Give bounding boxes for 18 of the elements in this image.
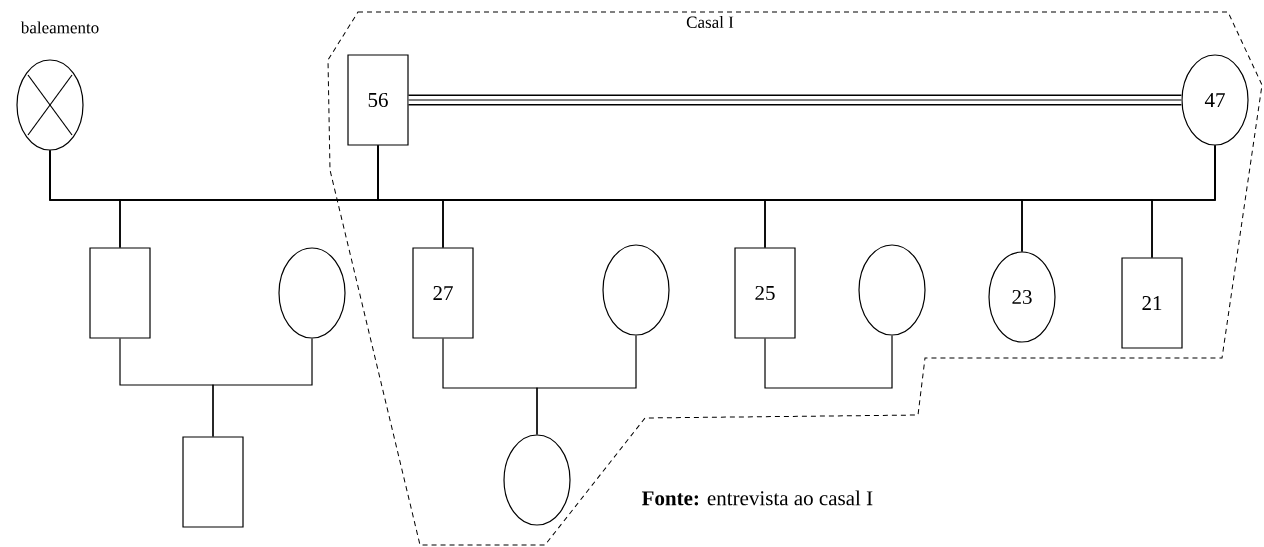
male-square: 56 xyxy=(347,54,409,146)
marriage-line xyxy=(408,94,1182,106)
descent-line xyxy=(212,338,313,437)
male-square xyxy=(182,436,244,528)
couple-line xyxy=(764,335,893,389)
female-circle xyxy=(858,244,926,336)
female-circle xyxy=(503,434,571,526)
female-circle xyxy=(278,247,346,339)
male-square: 21 xyxy=(1121,257,1183,349)
male-square xyxy=(89,247,151,339)
male-square: 25 xyxy=(734,247,796,339)
deceased-circle xyxy=(16,59,84,151)
male-square: 27 xyxy=(412,247,474,339)
descent-line xyxy=(536,335,637,435)
source-note: Fonte: entrevista ao casal I xyxy=(641,490,873,506)
descent-line xyxy=(1151,145,1216,258)
female-circle xyxy=(602,244,670,336)
node-caption: baleamento xyxy=(20,21,99,34)
